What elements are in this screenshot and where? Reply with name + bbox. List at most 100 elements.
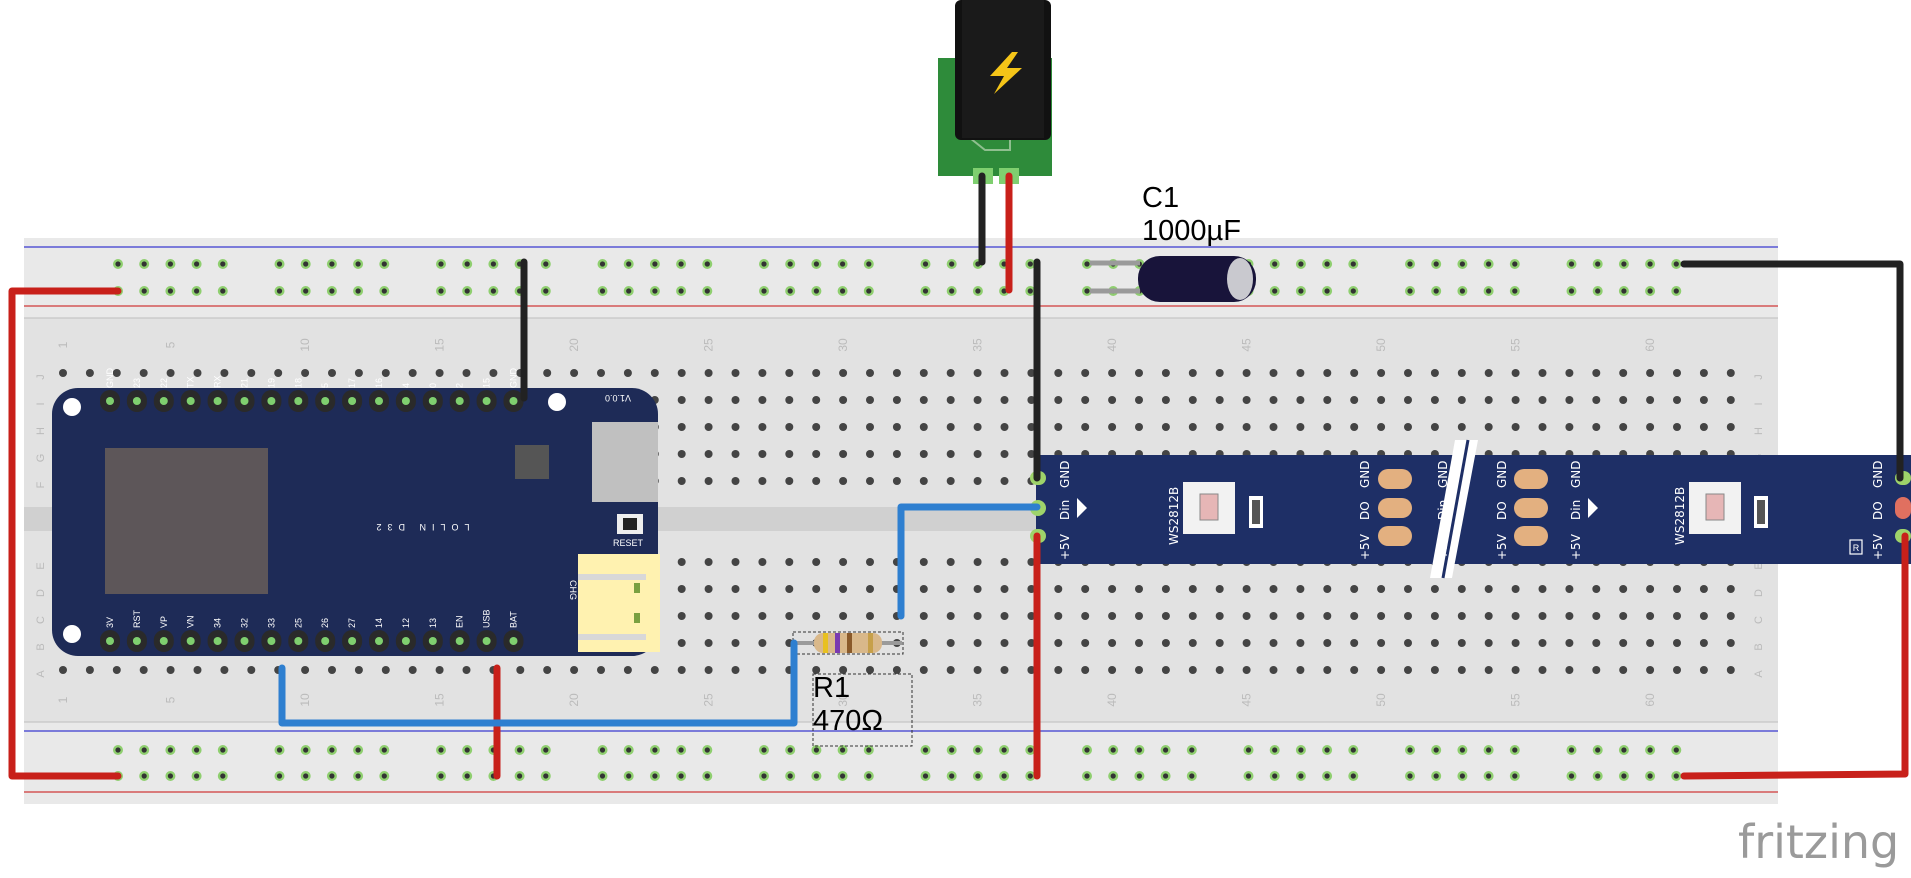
breadboard-hole: [731, 612, 740, 620]
row-letter: A: [35, 670, 47, 678]
column-number: 20: [567, 338, 581, 352]
breadboard-hole: [946, 666, 955, 674]
breadboard-hole: [946, 369, 955, 377]
breadboard-hole: [274, 369, 283, 377]
breadboard-hole: [1592, 369, 1601, 377]
breadboard-hole: [1484, 639, 1493, 647]
breadboard-hole: [1000, 639, 1009, 647]
breadboard-hole: [892, 396, 901, 404]
breadboard-hole: [1457, 666, 1466, 674]
pin-label: 25: [293, 618, 303, 628]
breadboard-hole: [704, 477, 713, 485]
breadboard-hole: [650, 369, 659, 377]
breadboard-hole: [1161, 585, 1170, 593]
breadboard-hole: [1484, 423, 1493, 431]
breadboard-hole: [812, 558, 821, 566]
breadboard-hole: [1430, 585, 1439, 593]
resistor-value: 470Ω: [813, 705, 883, 737]
row-letter: E: [35, 562, 47, 569]
breadboard-hole: [892, 477, 901, 485]
row-letter: D: [35, 589, 47, 597]
breadboard-hole: [1215, 423, 1224, 431]
column-number: 5: [164, 341, 178, 348]
breadboard-hole: [328, 666, 336, 674]
breadboard-hole: [1619, 369, 1628, 377]
breadboard-hole: [1350, 639, 1359, 647]
breadboard-hole: [1242, 396, 1251, 404]
breadboard-hole: [1565, 585, 1574, 593]
breadboard-hole: [408, 369, 417, 377]
ws2812b-led-strip: +5VDinGND+5VDOGND+5VDinGND+5VDOGND+5VDin…: [1030, 439, 1911, 579]
breadboard-hole: [1699, 369, 1708, 377]
breadboard-hole: [543, 369, 552, 377]
breadboard-hole: [1404, 639, 1412, 647]
breadboard-hole: [731, 639, 740, 647]
breadboard-hole: [489, 369, 498, 377]
strip-pin-label: GND: [1569, 460, 1583, 488]
breadboard-hole: [1619, 666, 1628, 674]
breadboard-hole: [1404, 612, 1412, 620]
breadboard-hole: [1377, 585, 1386, 593]
breadboard-hole: [1188, 396, 1197, 404]
breadboard-hole: [435, 369, 444, 377]
breadboard-hole: [1619, 639, 1628, 647]
breadboard-hole: [1404, 423, 1412, 431]
breadboard-hole: [1484, 585, 1493, 593]
breadboard-hole: [1269, 585, 1278, 593]
breadboard-hole: [812, 666, 821, 674]
board-name: LOLIN D32: [370, 522, 469, 532]
breadboard-hole: [1377, 666, 1386, 674]
breadboard-hole: [677, 396, 686, 404]
breadboard-hole: [785, 369, 794, 377]
fritzing-watermark: fritzing: [1738, 815, 1899, 869]
breadboard-hole: [1484, 666, 1493, 674]
breadboard-hole: [704, 666, 713, 674]
pin-label: TX: [186, 376, 196, 388]
breadboard-hole: [973, 585, 982, 593]
pin-label: 17: [347, 378, 357, 388]
breadboard-hole: [1592, 585, 1601, 593]
breadboard-hole: [301, 666, 310, 674]
breadboard-hole: [1457, 612, 1466, 620]
breadboard-hole: [1323, 423, 1332, 431]
row-letter: D: [1753, 589, 1765, 597]
breadboard-hole: [731, 450, 740, 458]
breadboard-hole: [919, 558, 928, 566]
breadboard-hole: [516, 666, 525, 674]
breadboard-hole: [677, 639, 686, 647]
pin-label: 32: [240, 618, 250, 628]
breadboard-hole: [973, 396, 982, 404]
breadboard-hole: [919, 585, 928, 593]
breadboard-hole: [1673, 585, 1681, 593]
breadboard-hole: [1430, 639, 1439, 647]
breadboard-hole: [139, 666, 148, 674]
breadboard-hole: [1646, 639, 1655, 647]
pin-label: 27: [347, 618, 357, 628]
pin-label: 13: [428, 618, 438, 628]
breadboard-hole: [1081, 666, 1090, 674]
breadboard-hole: [758, 666, 767, 674]
breadboard-hole: [1242, 369, 1251, 377]
breadboard-hole: [839, 423, 848, 431]
row-letter: B: [35, 643, 47, 650]
pin-label: 23: [132, 378, 142, 388]
breadboard-hole: [1699, 396, 1708, 404]
breadboard-hole: [1538, 369, 1547, 377]
breadboard-hole: [758, 585, 767, 593]
column-number: 60: [1643, 338, 1657, 352]
breadboard-hole: [462, 666, 471, 674]
breadboard-hole: [812, 585, 821, 593]
breadboard-hole: [1646, 612, 1655, 620]
breadboard-hole: [1484, 369, 1493, 377]
breadboard-hole: [731, 369, 740, 377]
breadboard-hole: [1188, 612, 1197, 620]
breadboard-hole: [1565, 369, 1574, 377]
breadboard-hole: [677, 423, 686, 431]
strip-pin-label: DO: [1871, 501, 1885, 520]
breadboard-hole: [1699, 666, 1708, 674]
breadboard-hole: [1619, 612, 1628, 620]
pin-label: RX: [213, 375, 223, 388]
breadboard-hole: [1296, 585, 1305, 593]
power-bolt-icon: [990, 52, 1022, 94]
breadboard-hole: [731, 396, 740, 404]
